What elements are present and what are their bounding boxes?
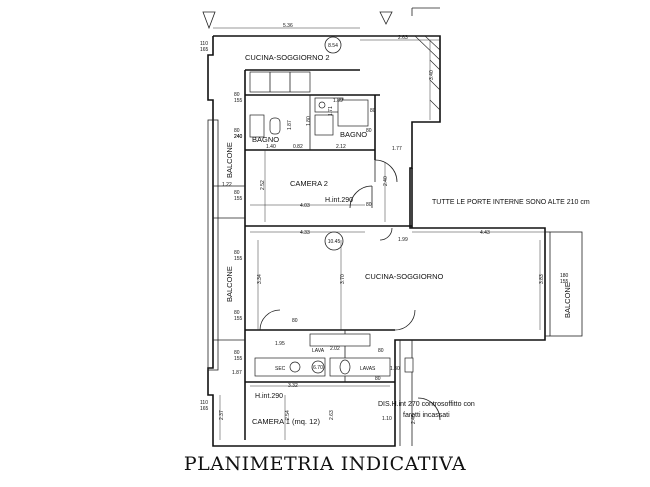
dimension-labels: 5.36 2.63 110 165 3.40 80 155 1.89 80 24… (200, 23, 569, 424)
area-circle-2 (324, 231, 344, 251)
dim-label-28: 4.43 (480, 230, 490, 236)
dim-label-45: 1.87 (232, 370, 242, 376)
dim-label-32: 3.70 (340, 274, 346, 284)
balcony-label-2: BALCONE (225, 266, 234, 302)
dim-label-44: 1.30 (390, 366, 400, 372)
room-hint-1: H.int.290 (325, 197, 353, 204)
dim-label-40: 2.02 (330, 346, 340, 352)
dim-label-31: 3.34 (257, 274, 263, 284)
balcony-left (207, 119, 245, 371)
dim-label-6: 155 (234, 98, 243, 104)
kitchen-bottom-counter (254, 333, 414, 377)
balcony-label-1: BALCONE (225, 142, 234, 178)
dim-label-55: 80 (375, 376, 381, 382)
dim-label-2: 110 (200, 41, 208, 47)
dim-label-42: 80 (234, 350, 240, 356)
area-circle-3 (311, 360, 325, 374)
dim-label-11: 1.80 (306, 116, 312, 126)
outer-walls (207, 35, 546, 447)
entry-markers (202, 7, 440, 30)
bath-fixtures (249, 97, 369, 138)
dim-label-54: 80 (370, 108, 376, 114)
dim-label-27: 1.99 (398, 237, 408, 243)
kitchen-top-counter (249, 71, 311, 93)
dim-label-4: 3.40 (429, 70, 435, 80)
balcony-label-3: BALCONE (563, 282, 572, 318)
fixture-label-1: LAVA (312, 348, 325, 354)
dim-label-8: 80 (234, 128, 240, 134)
dim-label-30: 155 (234, 256, 243, 262)
dim-label-18: 1.77 (392, 146, 402, 152)
room-cucina-soggiorno-2: CUCINA-SOGGIORNO 2 (245, 53, 330, 62)
dim-label-0: 5.36 (283, 23, 293, 29)
room-dis-2: faretti incassati (403, 412, 450, 419)
dim-label-23: 155 (234, 196, 243, 202)
room-bagno-2: BAGNO (340, 130, 367, 139)
dim-label-22: 80 (234, 190, 240, 196)
dim-label-1: 2.63 (398, 35, 408, 41)
dim-label-50: 2.54 (285, 410, 291, 420)
dim-label-48: 165 (200, 406, 209, 412)
dim-label-7: 1.89 (333, 98, 343, 104)
fixture-label-3: LAVAS (360, 366, 376, 372)
dim-label-34: 180 (560, 273, 569, 279)
room-dis-1: DIS.H.int 270 controsoffitto con (378, 401, 475, 408)
dim-label-25: 80 (366, 202, 372, 208)
dim-label-36: 80 (234, 310, 240, 316)
dim-label-3: 165 (200, 47, 209, 53)
dim-label-9: 240 (234, 134, 243, 140)
dim-label-15: 1.40 (266, 144, 276, 150)
room-cucina-soggiorno: CUCINA-SOGGIORNO (365, 272, 444, 281)
dim-label-26: 4.33 (300, 230, 310, 236)
dim-label-53: 1.10 (382, 416, 392, 422)
dim-label-49: 2.37 (219, 410, 225, 420)
area-circle-label-3: 6.70 (313, 365, 323, 371)
doors-note: TUTTE LE PORTE INTERNE SONO ALTE 210 cm (432, 199, 590, 206)
dim-label-39: 1.95 (275, 341, 285, 347)
fixture-labels: LAVA SEC LAVAS (275, 348, 376, 372)
dimension-lines (213, 27, 545, 440)
balcony-right (545, 231, 583, 337)
dim-label-20: 2.52 (260, 180, 266, 190)
dim-label-12: 1.87 (287, 120, 293, 130)
dim-label-13: 80 (366, 128, 372, 134)
dim-label-41: 80 (378, 348, 384, 354)
dim-label-43: 155 (234, 356, 243, 362)
wall-hatch (360, 35, 441, 111)
dim-label-14: 240 (234, 134, 243, 140)
dim-label-29: 80 (234, 250, 240, 256)
dim-label-46: 3.32 (288, 383, 298, 389)
dim-label-38: 80 (292, 318, 298, 324)
balcony-labels: BALCONE BALCONE BALCONE (225, 142, 572, 318)
area-circle-1 (324, 36, 342, 54)
area-circle-label-1: 8.54 (328, 43, 338, 49)
dim-label-47: 110 (200, 400, 208, 406)
dim-label-33: 3.83 (539, 274, 545, 284)
dim-label-51: 2.63 (329, 410, 335, 420)
dim-label-5: 80 (234, 92, 240, 98)
room-hint-2: H.int.290 (255, 393, 283, 400)
area-circles: 8.54 10.45 6.70 (311, 36, 344, 374)
dim-label-52: 2.45 (411, 414, 417, 424)
area-circle-label-2: 10.45 (328, 239, 341, 245)
room-camera-1: CAMERA 1 (mq. 12) (252, 417, 320, 426)
dim-label-37: 155 (234, 316, 243, 322)
dim-label-21: 2.40 (383, 176, 389, 186)
room-labels: CUCINA-SOGGIORNO 2 BAGNO BAGNO CAMERA 2 … (245, 53, 475, 426)
dim-label-10: 1.71 (328, 106, 334, 116)
dim-label-35: 155 (560, 279, 569, 285)
dim-label-19: 1.22 (222, 182, 232, 188)
dim-label-16: 0.82 (293, 144, 303, 150)
dim-label-24: 4.03 (300, 203, 310, 209)
fixture-label-2: SEC (275, 366, 286, 372)
room-camera-2: CAMERA 2 (290, 179, 328, 188)
room-bagno-1: BAGNO (252, 135, 279, 144)
plan-title: PLANIMETRIA INDICATIVA (184, 453, 466, 475)
dim-label-17: 2.12 (336, 144, 346, 150)
